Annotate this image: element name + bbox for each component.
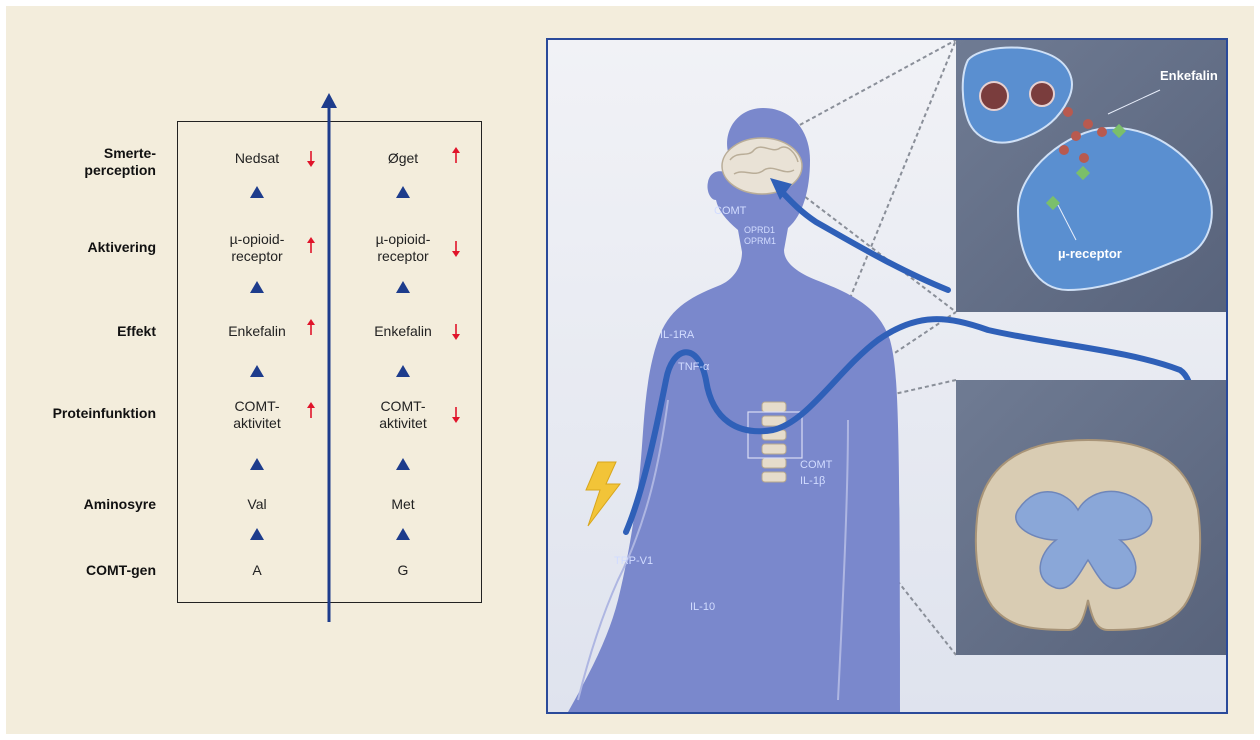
illustration-svg: COMT OPRD1 OPRM1 IL-1RA TNF-α COMT IL-1β…	[548, 40, 1226, 712]
flow-box	[177, 121, 482, 603]
cell-pain-left: Nedsat	[182, 150, 332, 167]
cell-effect-left: Enkefalin	[182, 323, 332, 340]
row-label-effect: Effekt	[0, 323, 156, 340]
label-tnf-alpha: TNF-α	[678, 361, 710, 373]
row-label-protein-function: Proteinfunktion	[0, 405, 156, 422]
label-il10: IL-10	[690, 601, 715, 613]
cell-amino-right: Met	[328, 496, 478, 513]
label-trpv1: TRP-V1	[614, 555, 653, 567]
cell-pain-right: Øget	[328, 150, 478, 167]
label-enkefalin: Enkefalin	[1160, 68, 1218, 83]
cell-effect-right: Enkefalin	[328, 323, 478, 340]
label-comt-brain: COMT	[714, 205, 747, 217]
label-il1ra: IL-1RA	[660, 329, 695, 341]
label-oprm1: OPRM1	[744, 236, 776, 246]
cell-amino-left: Val	[182, 496, 332, 513]
pain-pathway-illustration: COMT OPRD1 OPRM1 IL-1RA TNF-α COMT IL-1β…	[546, 38, 1228, 714]
row-label-amino-acid: Aminosyre	[0, 496, 156, 513]
cell-activation-left: µ-opioid- receptor	[182, 231, 332, 265]
row-label-pain-perception: Smerte- perception	[0, 145, 156, 179]
spinal-cord-inset	[956, 380, 1226, 655]
label-oprd1: OPRD1	[744, 225, 775, 235]
cell-protein-left: COMT- aktivitet	[182, 398, 332, 432]
cell-activation-right: µ-opioid- receptor	[328, 231, 478, 265]
row-label-activation: Aktivering	[0, 239, 156, 256]
row-label-comt-gene: COMT-gen	[0, 562, 156, 579]
label-comt-spine: COMT	[800, 459, 833, 471]
label-mu-receptor: µ-receptor	[1058, 246, 1122, 261]
cell-gene-left: A	[182, 562, 332, 579]
cell-gene-right: G	[328, 562, 478, 579]
label-il1-beta: IL-1β	[800, 475, 825, 487]
cell-protein-right: COMT- aktivitet	[328, 398, 478, 432]
